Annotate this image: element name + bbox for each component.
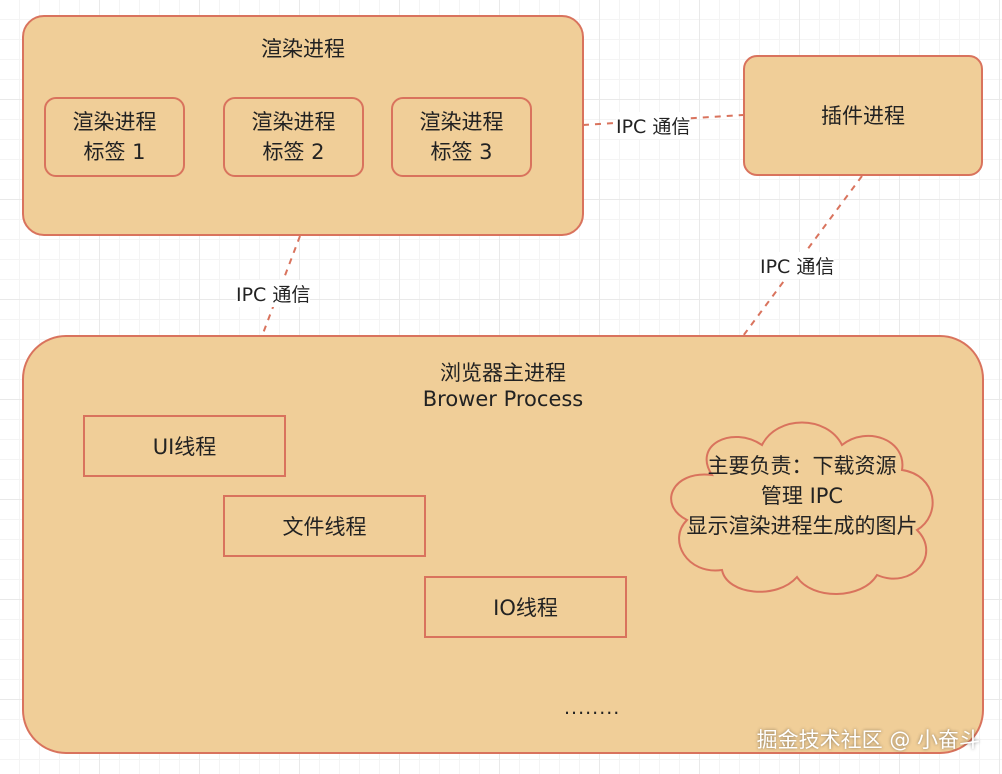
plugin-process-box[interactable]: 插件进程 (743, 55, 983, 176)
cloud-shape (670, 421, 934, 595)
browser-process-title-cn: 浏览器主进程 (440, 361, 566, 385)
renderer-process-group[interactable]: 渲染进程 渲染进程标签 1 渲染进程标签 2 渲染进程标签 3 (22, 15, 584, 236)
ui-thread-label: UI线程 (152, 435, 217, 459)
renderer-tab-1[interactable]: 渲染进程标签 1 (44, 97, 185, 177)
renderer-tab-2-line1: 渲染进程 (251, 110, 336, 134)
watermark-text: 掘金技术社区 @ 小奋斗 (756, 728, 980, 752)
file-thread-label: 文件线程 (282, 515, 367, 539)
cloud-line-3: 显示渲染进程生成的图片 (686, 514, 918, 538)
browser-process-title-en: Brower Process (422, 387, 584, 411)
ipc-label-plugin-browser: IPC 通信 (760, 252, 835, 279)
ellipsis-text: ........ (564, 697, 621, 719)
renderer-tab-1-line1: 渲染进程 (72, 110, 157, 134)
io-thread-box[interactable]: IO线程 (424, 576, 627, 638)
link-renderer-plugin (582, 114, 744, 126)
cloud-line-2: 管理 IPC (760, 484, 844, 508)
ipc-label-renderer-plugin: IPC 通信 (616, 112, 691, 139)
renderer-tab-3[interactable]: 渲染进程标签 3 (391, 97, 532, 177)
renderer-process-title: 渲染进程 (261, 37, 345, 61)
ipc-label-renderer-browser: IPC 通信 (236, 280, 311, 307)
renderer-tab-1-line2: 标签 1 (83, 140, 146, 164)
renderer-tab-2[interactable]: 渲染进程标签 2 (223, 97, 364, 177)
renderer-tab-2-line2: 标签 2 (262, 140, 325, 164)
cloud-line-1: 主要负责：下载资源 (707, 454, 897, 478)
io-thread-label: IO线程 (493, 596, 558, 620)
renderer-tab-3-line1: 渲染进程 (419, 110, 504, 134)
ui-thread-box[interactable]: UI线程 (83, 415, 286, 477)
plugin-process-title: 插件进程 (821, 103, 905, 128)
renderer-tab-3-line2: 标签 3 (430, 140, 493, 164)
file-thread-box[interactable]: 文件线程 (223, 495, 426, 557)
